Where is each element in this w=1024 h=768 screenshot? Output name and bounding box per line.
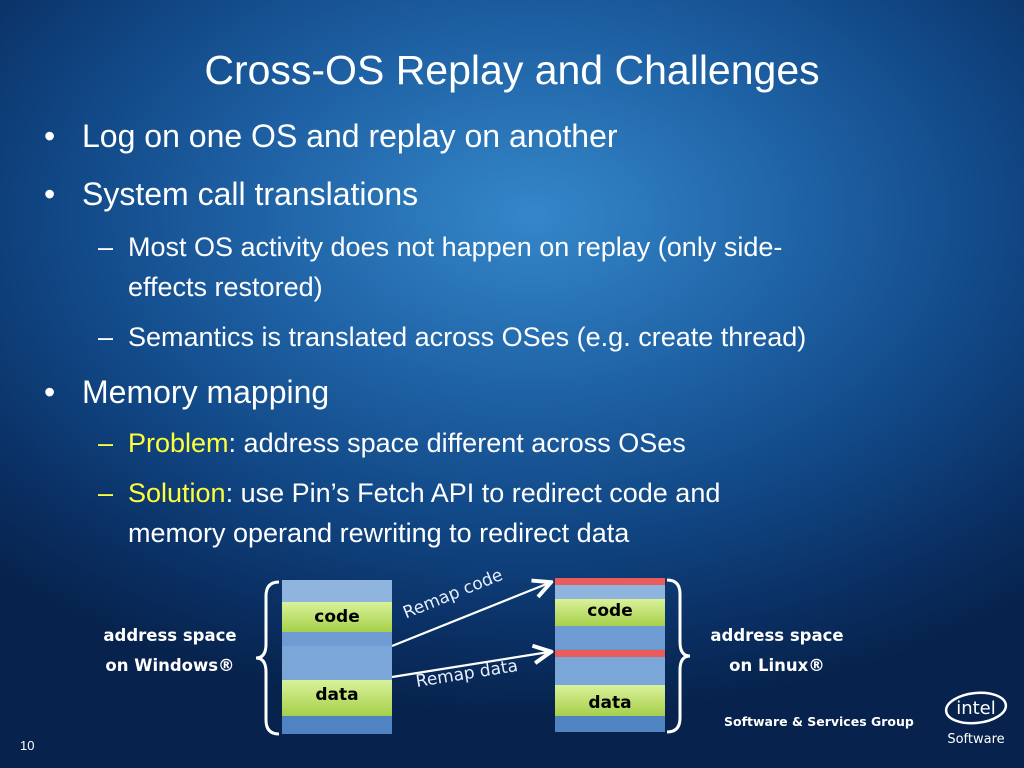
red-stripe: [555, 578, 665, 585]
intel-software-label: Software: [947, 732, 1005, 747]
windows-memory-layout: code data: [282, 580, 392, 734]
sub-bullet-text: Most OS activity does not happen on repl…: [128, 232, 783, 262]
linux-code-segment: code: [555, 599, 665, 626]
windows-data-segment: data: [282, 680, 392, 716]
left-brace: [255, 580, 280, 736]
intel-logo-text: intel: [956, 698, 996, 719]
bullet-marker: •: [44, 374, 56, 410]
bullet-text: Log on one OS and replay on another: [82, 118, 618, 154]
windows-code-segment: code: [282, 602, 392, 632]
linux-memory-layout: code data: [555, 578, 665, 732]
dash-marker: –: [98, 478, 114, 508]
label-line: address space: [103, 626, 237, 645]
sub-bullet-text: Problem: address space different across …: [128, 424, 686, 462]
memory-region: [282, 716, 392, 734]
intel-swoosh-icon: intel: [944, 691, 1008, 725]
memory-region: [282, 580, 392, 602]
red-stripe: [555, 650, 665, 657]
sub-bullet-text: effects restored): [128, 272, 323, 302]
page-number: 10: [20, 738, 35, 753]
memory-region: [555, 626, 665, 650]
remap-data-arrow: [391, 652, 549, 679]
remap-code-arrow: [391, 583, 549, 648]
label-line: address space: [710, 626, 844, 645]
linux-address-space-label: address space on Linux®: [698, 621, 856, 681]
sub-bullet-text: Semantics is translated across OSes (e.g…: [128, 322, 807, 352]
memory-region: [555, 657, 665, 685]
dash-marker: –: [98, 322, 114, 352]
problem-keyword: Problem: [128, 428, 229, 458]
bullet-text: Memory mapping: [82, 374, 330, 410]
right-brace: [666, 578, 691, 734]
problem-text: : address space different across OSes: [228, 428, 686, 458]
memory-region: [555, 585, 665, 599]
footer-group-name: Software & Services Group: [724, 714, 914, 729]
dash-marker: –: [98, 232, 114, 262]
bullet-text: System call translations: [82, 176, 419, 212]
label-line: on Linux®: [729, 656, 825, 675]
memory-region: [555, 716, 665, 732]
bullet-marker: •: [44, 176, 56, 212]
windows-address-space-label: address space on Windows®: [92, 621, 248, 681]
sub-bullet-text: memory operand rewriting to redirect dat…: [128, 518, 630, 548]
intel-logo: intel Software: [940, 688, 1012, 752]
solution-keyword: Solution: [128, 478, 226, 508]
slide-title: Cross-OS Replay and Challenges: [204, 47, 820, 93]
linux-data-segment: data: [555, 685, 665, 716]
bullet-marker: •: [44, 118, 56, 154]
memory-region: [282, 646, 392, 680]
sub-bullet-text: Solution: use Pin’s Fetch API to redirec…: [128, 474, 720, 512]
dash-marker: –: [98, 428, 114, 458]
label-line: on Windows®: [105, 656, 235, 675]
solution-text: : use Pin’s Fetch API to redirect code a…: [225, 478, 721, 508]
memory-region: [282, 632, 392, 646]
